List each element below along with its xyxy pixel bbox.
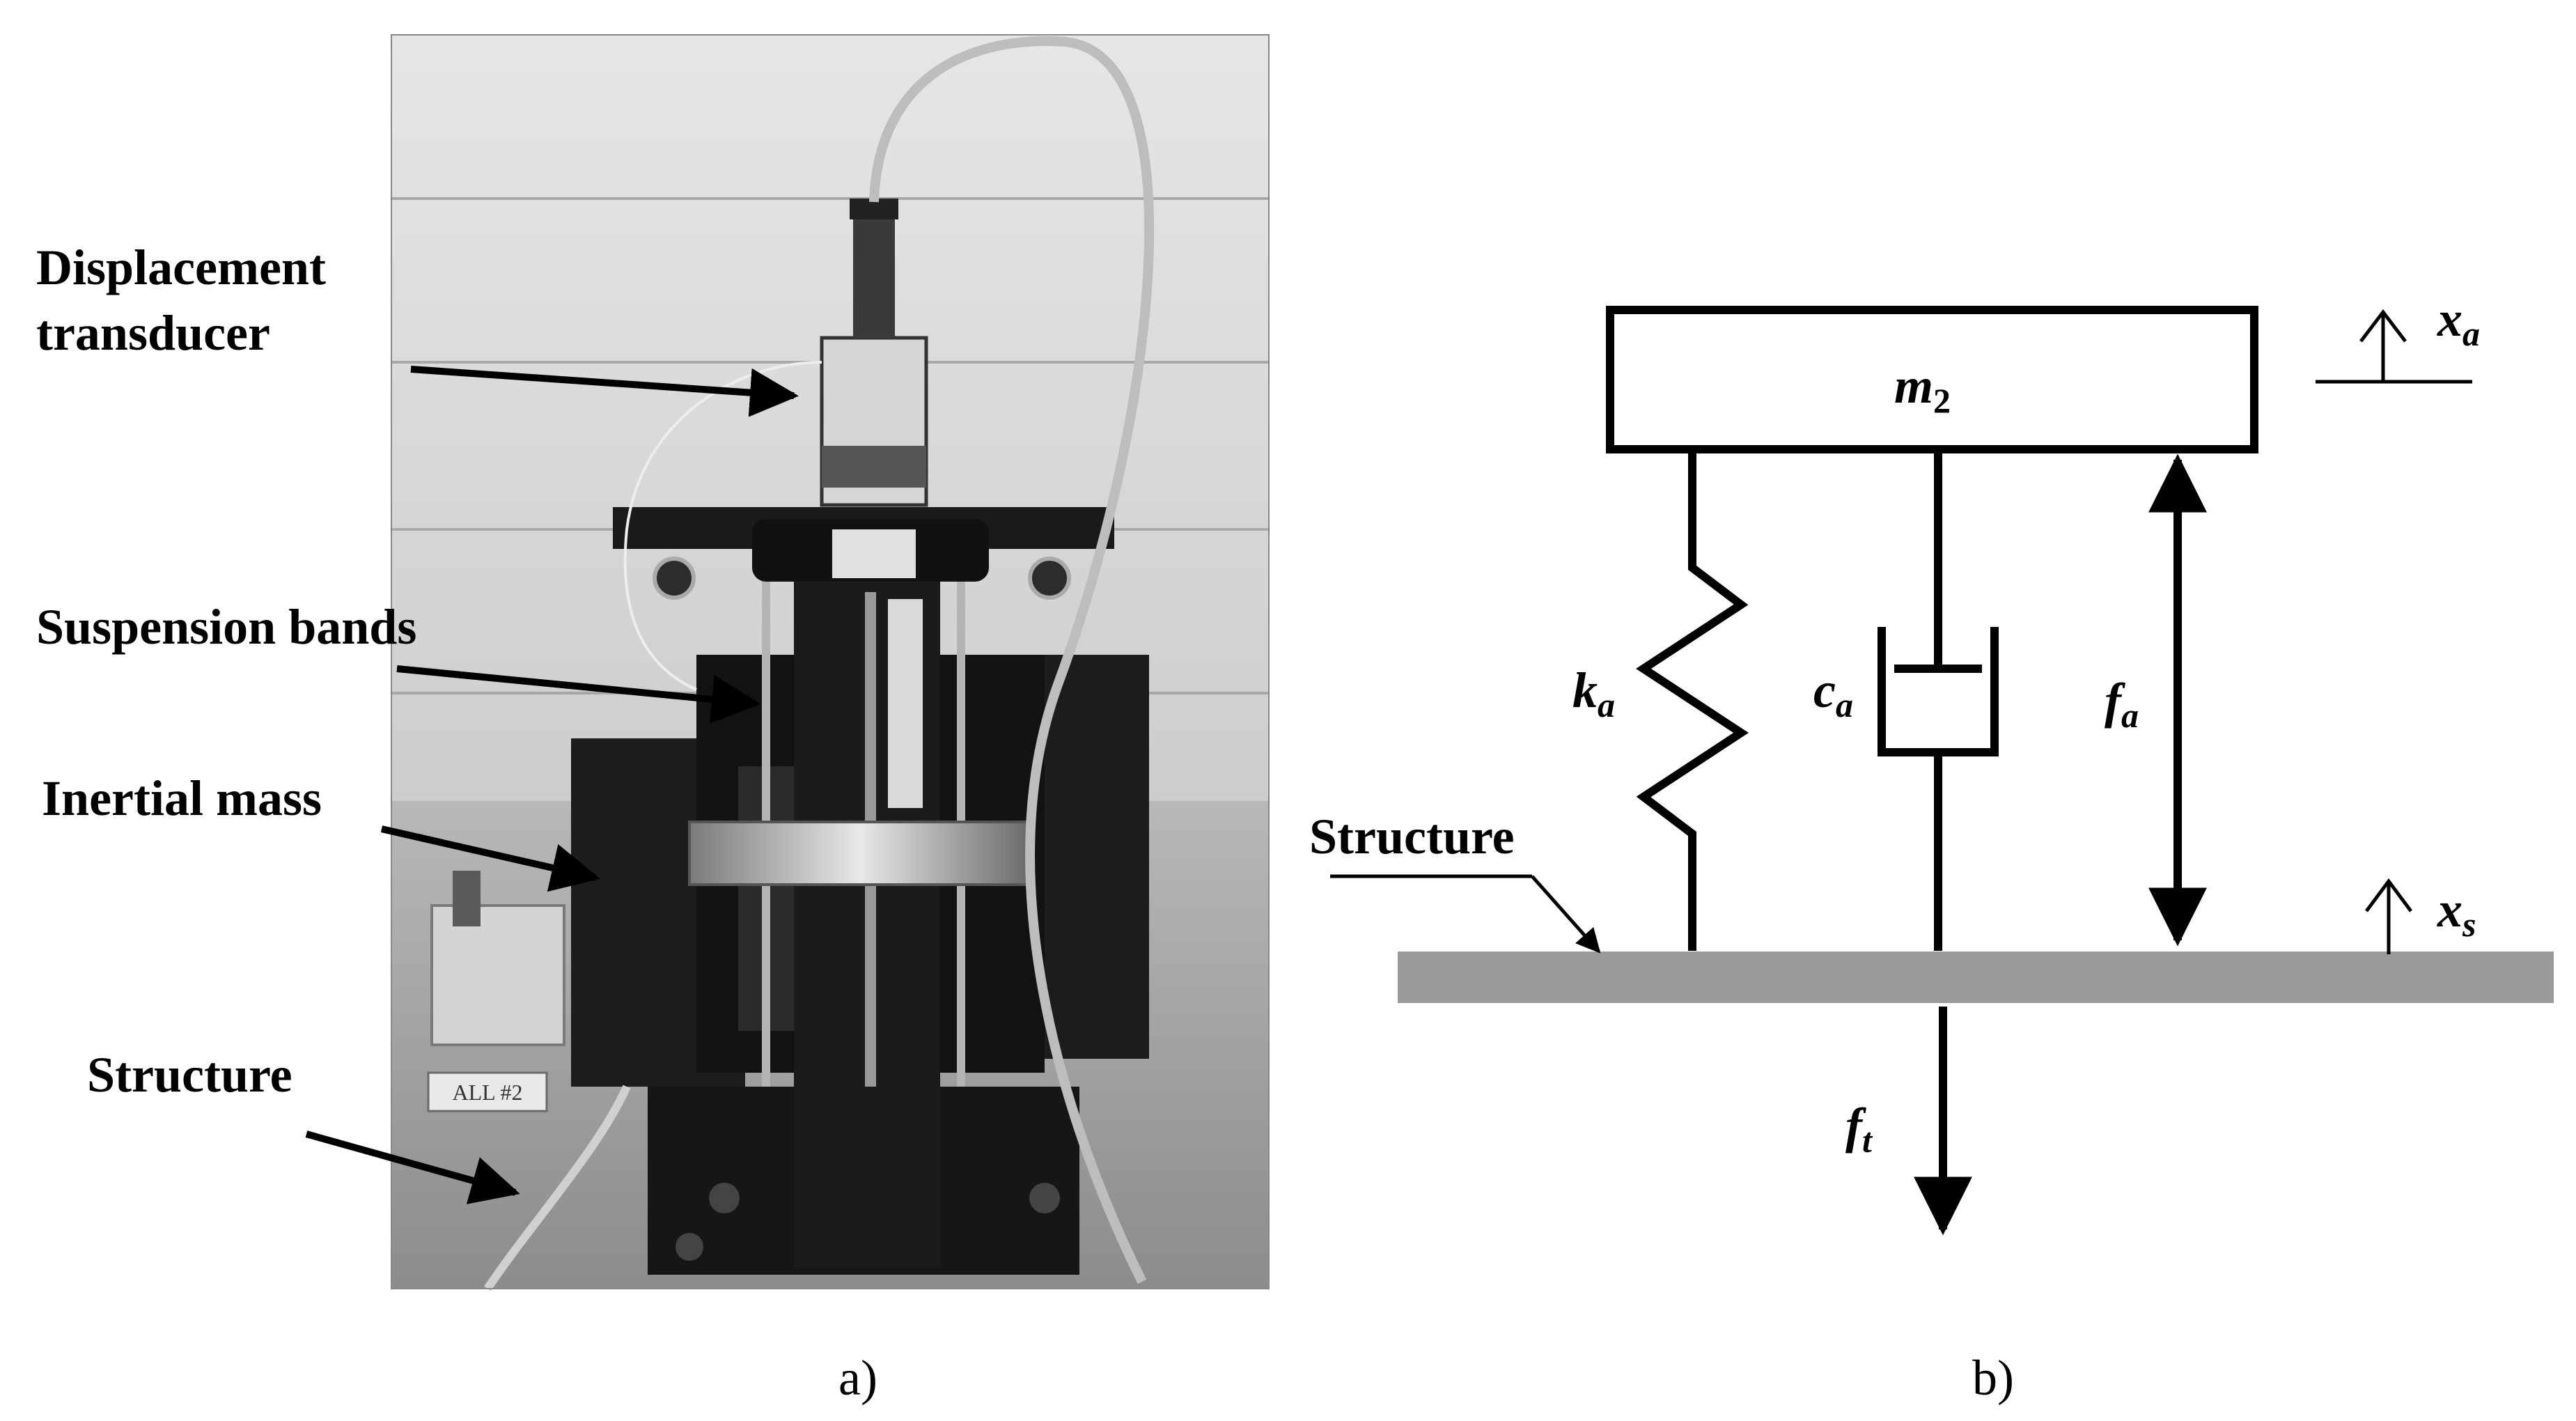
structure-label: Structure: [1309, 809, 1515, 864]
small-sensor-block: ALL #2: [427, 871, 565, 1112]
disp-xa-indicator: [2316, 309, 2472, 384]
arrow-to-structure: [305, 1131, 520, 1204]
sticker-label: ALL #2: [452, 1080, 522, 1105]
label-displacement: Displacement: [36, 240, 326, 295]
caption-a: a): [838, 1350, 877, 1406]
label-suspension-bands: Suspension bands: [36, 599, 416, 655]
label-structure-photo: Structure: [87, 1047, 292, 1103]
transducer-body: [820, 199, 928, 507]
disp-xs-indicator: [2364, 878, 2413, 954]
structure-leader: [1330, 874, 1601, 954]
schematic-panel: m2 ka ca fa Structure: [1309, 291, 2554, 1236]
photo-border: [391, 34, 1270, 1289]
label-transducer: transducer: [36, 305, 270, 361]
top-bracket: [613, 507, 1114, 600]
mass-label: m2: [1894, 358, 1951, 420]
disp-xs-label: xs: [2437, 882, 2476, 944]
label-strip: [888, 599, 923, 808]
transmitted-force-label: ft: [1845, 1098, 1873, 1160]
damper-label: ca: [1813, 662, 1853, 724]
signal-cable: [869, 36, 1155, 1284]
aluminium-plate: [688, 821, 1032, 886]
damper: [1878, 449, 1999, 951]
photo-panel: ALL #2: [391, 34, 1270, 1291]
photo-annotation-labels: Displacement transducer Suspension bands…: [36, 240, 416, 1103]
photo-annotation-arrows: [305, 366, 799, 1204]
floor-cable: [484, 1085, 631, 1291]
actuator-force-label: fa: [2105, 673, 2139, 735]
spring-label: ka: [1572, 662, 1615, 724]
disp-xa-label: xa: [2437, 291, 2480, 353]
mass-block: [1606, 306, 2258, 453]
structure-ground: [1398, 952, 2554, 1003]
label-inertial-mass: Inertial mass: [42, 770, 322, 826]
spring: [1636, 449, 1749, 951]
caption-b: b): [1972, 1350, 2014, 1406]
arrow-to-inertial-mass: [380, 825, 600, 892]
arrow-to-suspension: [396, 665, 760, 724]
arrow-to-transducer: [410, 366, 799, 417]
